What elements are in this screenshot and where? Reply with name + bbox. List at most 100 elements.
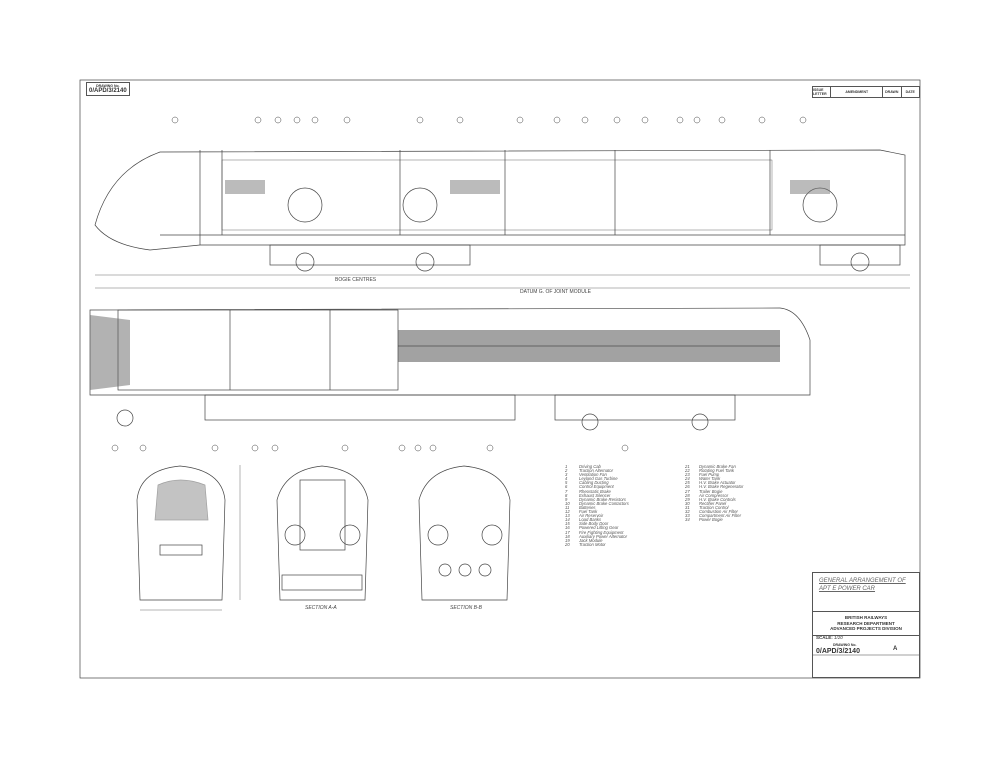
legend-number: 32 (685, 509, 690, 515)
legend-number: 19 (565, 537, 570, 543)
legend-item: 13 Air Reservoir (565, 513, 629, 519)
title-line-2: APT E POWER CAR (819, 586, 876, 592)
legend-item: 10 Dynamic Brake Contactors (565, 500, 629, 506)
legend-text: Dynamic Brake Fan (699, 464, 736, 469)
legend-text: H.V. Brake Actuator (699, 480, 736, 486)
legend-text: Traction Alternator (579, 468, 613, 474)
legend-number: 27 (685, 488, 690, 494)
legend-item: 34 Power Bogie (685, 518, 743, 522)
legend-item: 21 Dynamic Brake Fan (685, 464, 743, 469)
legend-number: 11 (565, 504, 570, 510)
legend-number: 6 (565, 484, 568, 490)
legend-item: 11 Batteries (565, 504, 629, 510)
legend-item: 3 Ventilation Fan (565, 473, 629, 477)
legend-item: 32 Combustion Air Filter (685, 509, 743, 515)
legend-number: 5 (565, 480, 568, 486)
legend-item: 24 Water Tank (685, 477, 743, 481)
section-b-label: SECTION B-B (450, 605, 482, 611)
legend-item: 28 Air Compressor (685, 492, 743, 498)
legend-number: 2 (565, 468, 568, 474)
drawing-number-label: DRAWING No. (96, 84, 120, 88)
legend-text: Cabling Ducting (579, 480, 609, 486)
legend-number: 29 (685, 496, 690, 502)
legend-text: Combustion Air Filter (699, 509, 738, 515)
date-header: DATE (905, 90, 915, 94)
legend-number: 34 (685, 517, 690, 523)
title-block: GENERAL ARRANGEMENT OF APT E POWER CAR B… (812, 572, 920, 678)
legend-text: Rheostatic Brake (579, 488, 611, 494)
legend-number: 33 (685, 513, 690, 519)
legend-number: 3 (565, 472, 568, 478)
legend-text: Trailer Bogie (699, 488, 723, 494)
legend-number: 28 (685, 492, 690, 498)
legend-text: Water Tank (699, 476, 721, 482)
legend-text: Air Reservoir (579, 513, 604, 519)
legend-text: Driving Cab (579, 464, 601, 469)
legend-text: Power Bogie (699, 517, 723, 523)
legend-number: 30 (685, 500, 690, 506)
legend-number: 1 (565, 464, 568, 469)
scale-value: 1/20 (834, 635, 843, 640)
legend-text: Traction Control (699, 504, 729, 510)
legend-item: 4 Leyland Gas Turbine (565, 477, 629, 481)
legend-number: 23 (685, 472, 690, 478)
drawing-number-value: 0/APD/3/2140 (89, 88, 127, 94)
legend-item: 27 Trailer Bogie (685, 488, 743, 494)
legend-item: 17 Fire Fighting Equipment (565, 529, 629, 535)
legend-text: Side Body Door (579, 521, 609, 527)
legend-number: 31 (685, 504, 690, 510)
legend-number: 4 (565, 476, 568, 482)
legend-text: Auxiliary Power Alternator (579, 533, 628, 539)
title-line-1: GENERAL ARRANGEMENT OF (819, 578, 906, 584)
dimension-label: DATUM G. OF JOINT MODULE (520, 289, 591, 295)
legend-text: H.V. Brake Controls (699, 496, 736, 502)
section-b-view (418, 465, 511, 601)
legend-text: Leyland Gas Turbine (579, 476, 618, 482)
legend-text: Dynamic Brake Resistors (579, 496, 627, 502)
drawn-header: DRAWN (883, 87, 902, 97)
legend-text: H.V. Brake Regenerator (699, 484, 744, 490)
drawing-frame (79, 79, 921, 679)
legend-text: Ventilation Fan (579, 472, 607, 478)
callout-circles (111, 116, 807, 452)
legend-item: 31 Traction Control (685, 504, 743, 510)
legend-number: 21 (685, 464, 690, 469)
legend-number: 13 (565, 513, 570, 519)
legend-text: Air Compressor (699, 492, 729, 498)
scale-label: SCALE: (816, 635, 833, 640)
legend-text: Exhaust Silencer (579, 492, 611, 498)
legend-number: 22 (685, 468, 690, 474)
legend-text: Batteries (579, 504, 596, 510)
section-a-label: SECTION A-A (305, 605, 337, 611)
legend-number: 14 (565, 517, 570, 523)
legend-item: 29 H.V. Brake Controls (685, 496, 743, 502)
section-a-view (276, 465, 369, 601)
legend-text: Jack Module (579, 537, 603, 543)
legend-item: 8 Exhaust Silencer (565, 492, 629, 498)
bogie-centres-label: BOGIE CENTRES (335, 277, 377, 283)
legend-number: 8 (565, 492, 568, 498)
org-line-2: RESEARCH DEPARTMENT (837, 620, 895, 626)
front-view (136, 465, 241, 611)
legend-number: 24 (685, 476, 690, 482)
legend-number: 9 (565, 496, 568, 502)
revision-header: ISSUE LETTER AMENDMENT DRAWN DATE (812, 86, 920, 98)
legend-item: 2 Traction Alternator (565, 468, 629, 474)
org-line-1: BRITISH RAILWAYS (844, 615, 888, 620)
legend-number: 10 (565, 500, 570, 506)
legend-number: 17 (565, 529, 570, 535)
drawing-number-top: DRAWING No. 0/APD/3/2140 (86, 82, 130, 96)
legend-text: Dynamic Brake Contactors (579, 500, 629, 506)
legend-text: Fire Fighting Equipment (579, 529, 624, 535)
side-elevation (94, 149, 910, 289)
